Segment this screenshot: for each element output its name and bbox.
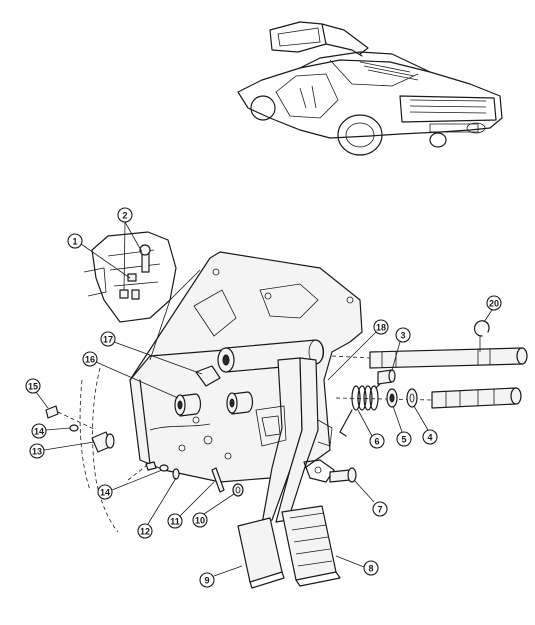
callout-20: 20 (483, 295, 502, 323)
callout-6: 6 (357, 409, 385, 449)
pedal-rubber (281, 505, 341, 587)
callout-17: 17 (100, 331, 203, 375)
callout-9: 9 (199, 565, 243, 588)
pivot-shaft (331, 347, 528, 409)
svg-text:20: 20 (489, 299, 499, 309)
grommet (91, 431, 115, 453)
washer (386, 388, 418, 408)
svg-text:7: 7 (377, 505, 382, 515)
bolt (377, 369, 396, 385)
firewall-outline (92, 367, 119, 533)
svg-text:1: 1 (72, 237, 77, 247)
svg-text:15: 15 (28, 382, 38, 392)
svg-text:12: 12 (140, 527, 150, 537)
bush (174, 365, 254, 417)
callout-14-lower: 14 (97, 469, 163, 500)
svg-text:17: 17 (103, 335, 113, 345)
callout-10: 10 (192, 493, 235, 528)
svg-text:2: 2 (122, 211, 127, 221)
svg-text:5: 5 (401, 435, 406, 445)
callout-14-upper: 14 (31, 423, 71, 439)
pedal-pad (237, 517, 285, 589)
callout-2: 2 (117, 207, 143, 291)
svg-text:11: 11 (170, 517, 180, 527)
callout-11: 11 (167, 481, 215, 529)
callout-15: 15 (25, 378, 49, 409)
callout-16: 16 (82, 351, 179, 399)
svg-text:13: 13 (32, 447, 42, 457)
pin (211, 467, 225, 493)
bulkhead-mounting (83, 231, 177, 323)
svg-text:3: 3 (400, 331, 405, 341)
svg-text:14: 14 (100, 488, 110, 498)
car-illustration (237, 21, 503, 156)
callout-8: 8 (335, 555, 379, 576)
clevis-pin (329, 467, 357, 483)
callout-4: 4 (413, 405, 438, 445)
callout-7: 7 (353, 479, 388, 517)
circlip (473, 320, 490, 337)
svg-text:9: 9 (204, 576, 209, 586)
svg-text:10: 10 (195, 516, 205, 526)
callout-12: 12 (137, 477, 177, 539)
return-spring (339, 379, 385, 437)
svg-text:4: 4 (427, 433, 432, 443)
callout-18: 18 (327, 319, 389, 381)
screw (45, 405, 97, 432)
svg-text:16: 16 (85, 355, 95, 365)
nut (127, 461, 180, 481)
callout-3: 3 (391, 327, 411, 371)
svg-text:8: 8 (368, 564, 373, 574)
svg-text:18: 18 (376, 323, 386, 333)
callout-13: 13 (29, 441, 95, 459)
washer (232, 483, 244, 497)
svg-text:14: 14 (34, 427, 44, 437)
svg-text:6: 6 (374, 437, 379, 447)
callout-1: 1 (67, 233, 131, 279)
callout-5: 5 (392, 405, 412, 447)
